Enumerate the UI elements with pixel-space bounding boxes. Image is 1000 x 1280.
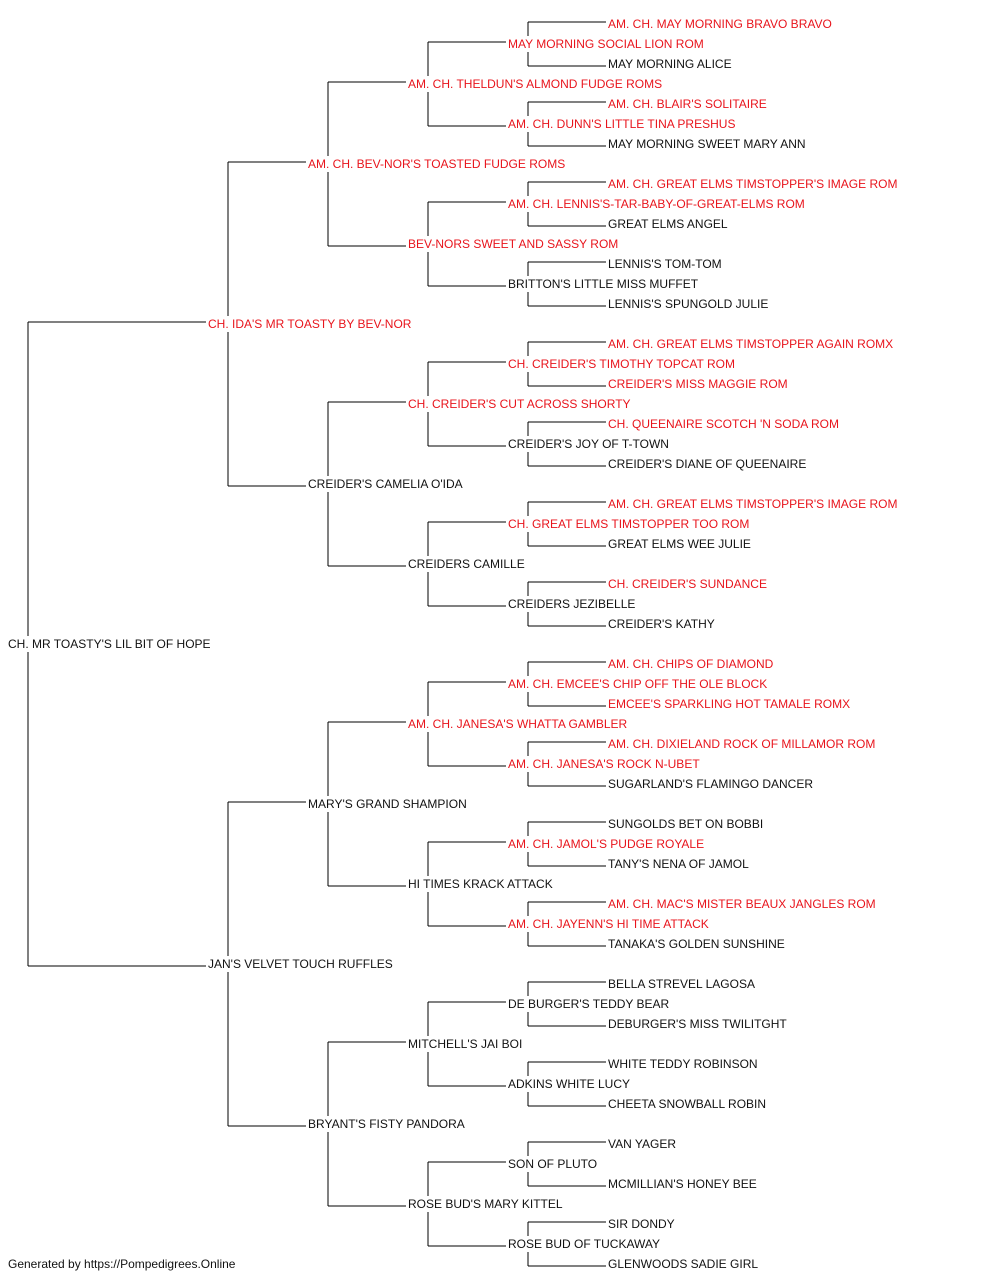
ancestor-name-gen5: BELLA STREVEL LAGOSA: [607, 976, 756, 992]
ancestor-name-gen5: CREIDER'S MISS MAGGIE ROM: [607, 376, 789, 392]
ancestor-name-gen5: AM. CH. BLAIR'S SOLITAIRE: [607, 96, 768, 112]
ancestor-name-gen4: AM. CH. JAMOL'S PUDGE ROYALE: [507, 836, 706, 852]
ancestor-name-gen5: VAN YAGER: [607, 1136, 678, 1152]
ancestor-name-gen2: CREIDER'S CAMELIA O'IDA: [307, 476, 464, 492]
ancestor-name-gen5: AM. CH. MAY MORNING BRAVO BRAVO: [607, 16, 833, 32]
ancestor-name-gen4: ROSE BUD OF TUCKAWAY: [507, 1236, 662, 1252]
ancestor-name-gen5: MCMILLIAN'S HONEY BEE: [607, 1176, 758, 1192]
ancestor-name-gen1: JAN'S VELVET TOUCH RUFFLES: [207, 956, 394, 972]
ancestor-name-gen4: AM. CH. EMCEE'S CHIP OFF THE OLE BLOCK: [507, 676, 769, 692]
ancestor-name-gen5: TANY'S NENA OF JAMOL: [607, 856, 750, 872]
ancestor-name-gen4: AM. CH. JANESA'S ROCK N-UBET: [507, 756, 701, 772]
ancestor-name-gen5: LENNIS'S TOM-TOM: [607, 256, 723, 272]
ancestor-name-gen5: MAY MORNING ALICE: [607, 56, 733, 72]
ancestor-name-gen3: CH. CREIDER'S CUT ACROSS SHORTY: [407, 396, 632, 412]
ancestor-name-gen5: GREAT ELMS WEE JULIE: [607, 536, 752, 552]
ancestor-name-gen4: MAY MORNING SOCIAL LION ROM: [507, 36, 705, 52]
ancestor-name-gen3: MITCHELL'S JAI BOI: [407, 1036, 524, 1052]
ancestor-name-gen5: MAY MORNING SWEET MARY ANN: [607, 136, 807, 152]
ancestor-name-gen5: CH. CREIDER'S SUNDANCE: [607, 576, 768, 592]
ancestor-name-gen5: GREAT ELMS ANGEL: [607, 216, 729, 232]
ancestor-name-gen5: AM. CH. MAC'S MISTER BEAUX JANGLES ROM: [607, 896, 877, 912]
ancestor-name-gen4: CH. GREAT ELMS TIMSTOPPER TOO ROM: [507, 516, 751, 532]
ancestor-name-gen4: AM. CH. DUNN'S LITTLE TINA PRESHUS: [507, 116, 737, 132]
ancestor-name-gen5: AM. CH. CHIPS OF DIAMOND: [607, 656, 775, 672]
ancestor-name-gen5: CH. QUEENAIRE SCOTCH 'N SODA ROM: [607, 416, 840, 432]
ancestor-name-gen5: SUNGOLDS BET ON BOBBI: [607, 816, 765, 832]
ancestor-name-gen5: GLENWOODS SADIE GIRL: [607, 1256, 760, 1272]
ancestor-name-gen4: SON OF PLUTO: [507, 1156, 599, 1172]
subject-dog-name: CH. MR TOASTY'S LIL BIT OF HOPE: [7, 636, 212, 652]
ancestor-name-gen4: AM. CH. JAYENN'S HI TIME ATTACK: [507, 916, 710, 932]
ancestor-name-gen3: AM. CH. THELDUN'S ALMOND FUDGE ROMS: [407, 76, 664, 92]
ancestor-name-gen4: AM. CH. LENNIS'S-TAR-BABY-OF-GREAT-ELMS …: [507, 196, 806, 212]
ancestor-name-gen5: SUGARLAND'S FLAMINGO DANCER: [607, 776, 814, 792]
ancestor-name-gen3: BEV-NORS SWEET AND SASSY ROM: [407, 236, 620, 252]
ancestor-name-gen1: CH. IDA'S MR TOASTY BY BEV-NOR: [207, 316, 413, 332]
ancestor-name-gen5: CREIDER'S KATHY: [607, 616, 716, 632]
ancestor-name-gen5: AM. CH. GREAT ELMS TIMSTOPPER AGAIN ROMX: [607, 336, 895, 352]
ancestor-name-gen3: AM. CH. JANESA'S WHATTA GAMBLER: [407, 716, 629, 732]
ancestor-name-gen5: DEBURGER'S MISS TWILITGHT: [607, 1016, 788, 1032]
ancestor-name-gen5: LENNIS'S SPUNGOLD JULIE: [607, 296, 770, 312]
ancestor-name-gen5: SIR DONDY: [607, 1216, 676, 1232]
generated-by-footer: Generated by https://Pompedigrees.Online: [8, 1257, 236, 1271]
ancestor-name-gen5: CREIDER'S DIANE OF QUEENAIRE: [607, 456, 808, 472]
ancestor-name-gen4: CREIDERS JEZIBELLE: [507, 596, 637, 612]
ancestor-name-gen4: CREIDER'S JOY OF T-TOWN: [507, 436, 670, 452]
ancestor-name-gen3: CREIDERS CAMILLE: [407, 556, 526, 572]
ancestor-name-gen2: AM. CH. BEV-NOR'S TOASTED FUDGE ROMS: [307, 156, 567, 172]
ancestor-name-gen4: DE BURGER'S TEDDY BEAR: [507, 996, 671, 1012]
ancestor-name-gen4: CH. CREIDER'S TIMOTHY TOPCAT ROM: [507, 356, 736, 372]
ancestor-name-gen4: ADKINS WHITE LUCY: [507, 1076, 632, 1092]
ancestor-name-gen5: AM. CH. DIXIELAND ROCK OF MILLAMOR ROM: [607, 736, 877, 752]
ancestor-name-gen5: AM. CH. GREAT ELMS TIMSTOPPER'S IMAGE RO…: [607, 496, 899, 512]
ancestor-name-gen3: HI TIMES KRACK ATTACK: [407, 876, 554, 892]
ancestor-name-gen2: MARY'S GRAND SHAMPION: [307, 796, 468, 812]
ancestor-name-gen4: BRITTON'S LITTLE MISS MUFFET: [507, 276, 700, 292]
ancestor-name-gen5: WHITE TEDDY ROBINSON: [607, 1056, 759, 1072]
ancestor-name-gen5: CHEETA SNOWBALL ROBIN: [607, 1096, 768, 1112]
ancestor-name-gen5: TANAKA'S GOLDEN SUNSHINE: [607, 936, 786, 952]
ancestor-name-gen5: EMCEE'S SPARKLING HOT TAMALE ROMX: [607, 696, 852, 712]
ancestor-name-gen2: BRYANT'S FISTY PANDORA: [307, 1116, 466, 1132]
ancestor-name-gen5: AM. CH. GREAT ELMS TIMSTOPPER'S IMAGE RO…: [607, 176, 899, 192]
ancestor-name-gen3: ROSE BUD'S MARY KITTEL: [407, 1196, 564, 1212]
